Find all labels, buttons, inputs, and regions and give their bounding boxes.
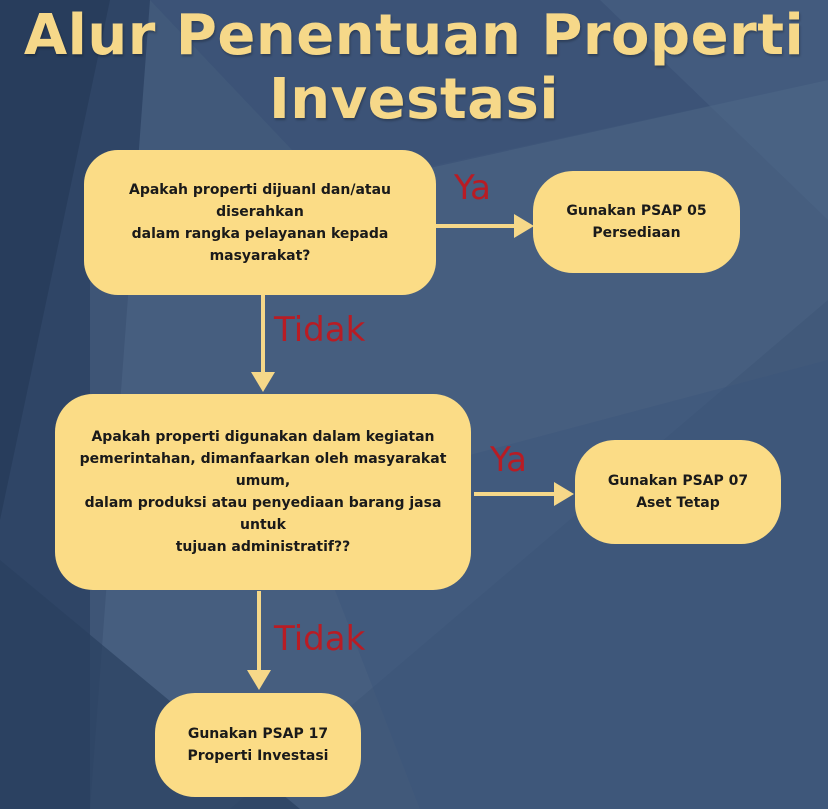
result-node-psap-07: Gunakan PSAP 07 Aset Tetap (575, 440, 781, 544)
arrow-q1-to-q2 (251, 295, 275, 392)
result-node-psap-05-line: Gunakan PSAP 05 (566, 203, 707, 219)
result-node-psap-05: Gunakan PSAP 05 Persediaan (533, 171, 740, 273)
decision-node-2-line: tujuan administratif?? (175, 539, 351, 555)
page-title-line-2: Investasi (268, 67, 560, 132)
result-node-psap-17-line: Properti Investasi (187, 748, 329, 764)
edge-label-no-1: Tidak (274, 310, 366, 350)
result-node-psap-07-line: Aset Tetap (636, 495, 720, 511)
result-node-psap-17-line: Gunakan PSAP 17 (187, 726, 329, 742)
result-node-psap-17: Gunakan PSAP 17 Properti Investasi (155, 693, 361, 797)
decision-node-2-line: pemerintahan, dimanfaarkan oleh masyarak… (79, 451, 447, 489)
result-node-psap-05-line: Persediaan (592, 225, 681, 241)
edge-label-yes-1: Ya (454, 168, 491, 208)
arrow-q2-to-r3 (247, 591, 271, 690)
decision-node-2: Apakah properti digunakan dalam kegiatan… (55, 394, 471, 590)
arrow-q1-to-r1 (436, 214, 534, 238)
decision-node-1-line: dalam rangka pelayanan kepada masyarakat… (131, 225, 389, 264)
decision-node-1-line: Apakah properti dijuanl dan/atau diserah… (128, 181, 391, 220)
edge-label-no-2: Tidak (274, 619, 366, 659)
arrow-q2-to-r2 (474, 482, 574, 506)
decision-node-2-line: Apakah properti digunakan dalam kegiatan (91, 429, 435, 445)
page-title-line-1: Alur Penentuan Properti (23, 3, 805, 68)
decision-node-1: Apakah properti dijuanl dan/atau diserah… (84, 150, 436, 295)
edge-label-yes-2: Ya (490, 440, 527, 480)
result-node-psap-07-line: Gunakan PSAP 07 (607, 473, 749, 489)
decision-node-2-line: dalam produksi atau penyediaan barang ja… (84, 495, 442, 533)
